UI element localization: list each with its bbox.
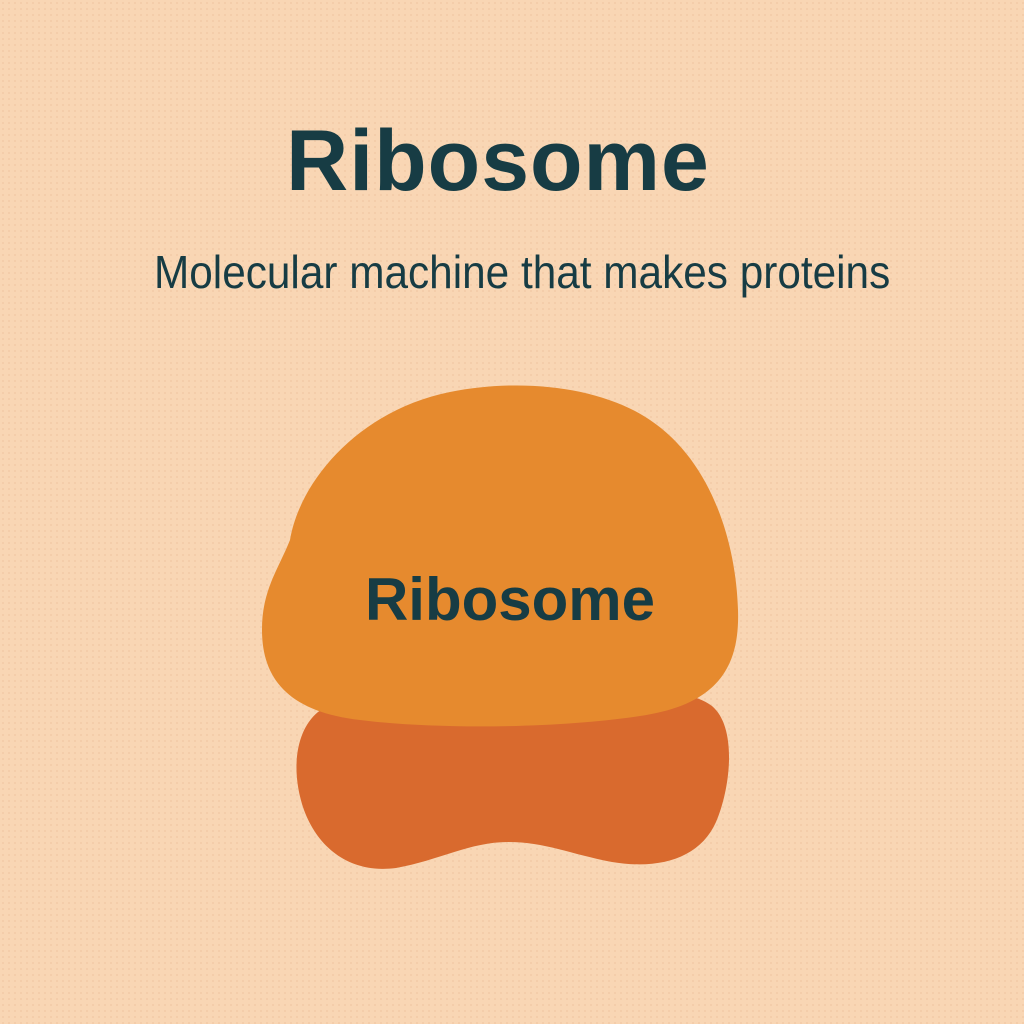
- page-subtitle-text: Molecular machine that makes proteins: [153, 246, 891, 298]
- page-subtitle: Molecular machine that makes proteins: [0, 249, 1024, 295]
- page-title: Ribosome: [0, 118, 1024, 204]
- large-subunit-label: Ribosome: [365, 566, 655, 633]
- small-subunit-shape: [296, 688, 730, 869]
- page-title-text: Ribosome: [286, 113, 710, 209]
- large-subunit-shape: [262, 385, 739, 727]
